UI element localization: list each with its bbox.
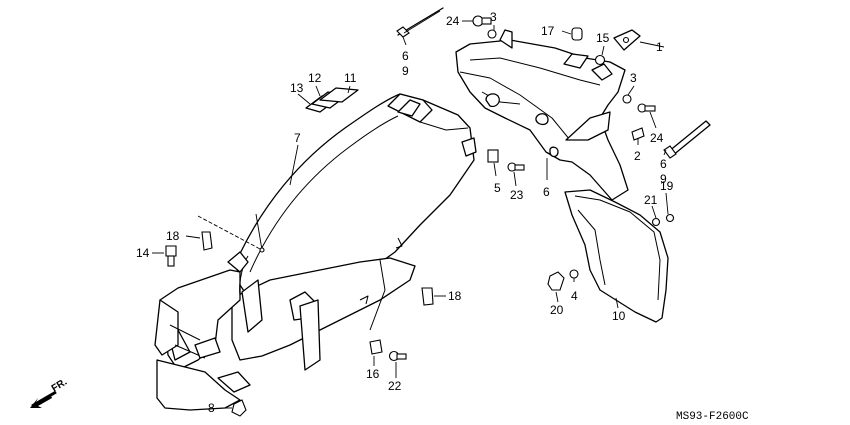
callout-15: 15 <box>596 31 610 45</box>
callout-18-left: 18 <box>166 229 180 243</box>
callout-24-top: 24 <box>446 14 460 28</box>
callout-23: 23 <box>510 188 524 202</box>
callout-7: 7 <box>294 131 301 145</box>
callout-22: 22 <box>388 379 402 393</box>
callout-6-top: 6 <box>402 49 409 63</box>
callout-3-right: 3 <box>630 71 637 85</box>
frame-brace <box>455 29 629 201</box>
through-rods <box>396 7 711 159</box>
callout-4: 4 <box>571 289 578 303</box>
label-decals <box>305 87 359 113</box>
callout-6-brace: 6 <box>543 185 550 199</box>
callouts: 1 2 3 3 4 5 6 9 6 6 9 7 8 10 11 12 13 14… <box>136 10 674 415</box>
callout-13: 13 <box>290 81 304 95</box>
callout-9-right: 9 <box>660 172 667 186</box>
callout-16: 16 <box>366 367 380 381</box>
front-arrow-icon: FR. <box>30 377 69 408</box>
callout-21: 21 <box>644 193 658 207</box>
callout-9-top: 9 <box>402 64 409 78</box>
splash-guard <box>564 189 669 323</box>
callout-6-right: 6 <box>660 157 667 171</box>
callout-2: 2 <box>634 149 641 163</box>
callout-12: 12 <box>308 71 322 85</box>
callout-5: 5 <box>494 181 501 195</box>
callout-10: 10 <box>612 309 626 323</box>
callout-19: 19 <box>660 179 674 193</box>
callout-8: 8 <box>208 401 215 415</box>
callout-24-right: 24 <box>650 131 664 145</box>
front-marker-label: FR. <box>50 377 70 395</box>
callout-18-right: 18 <box>448 289 462 303</box>
callout-17: 17 <box>541 24 555 38</box>
rear-fender <box>154 93 477 411</box>
callout-20: 20 <box>550 303 564 317</box>
drawing-code: MS93-F2600C <box>676 411 749 423</box>
leader-lines <box>152 20 669 409</box>
callout-3-top: 3 <box>490 10 497 24</box>
callout-14: 14 <box>136 246 150 260</box>
callout-1: 1 <box>656 40 663 54</box>
callout-11: 11 <box>344 71 357 85</box>
